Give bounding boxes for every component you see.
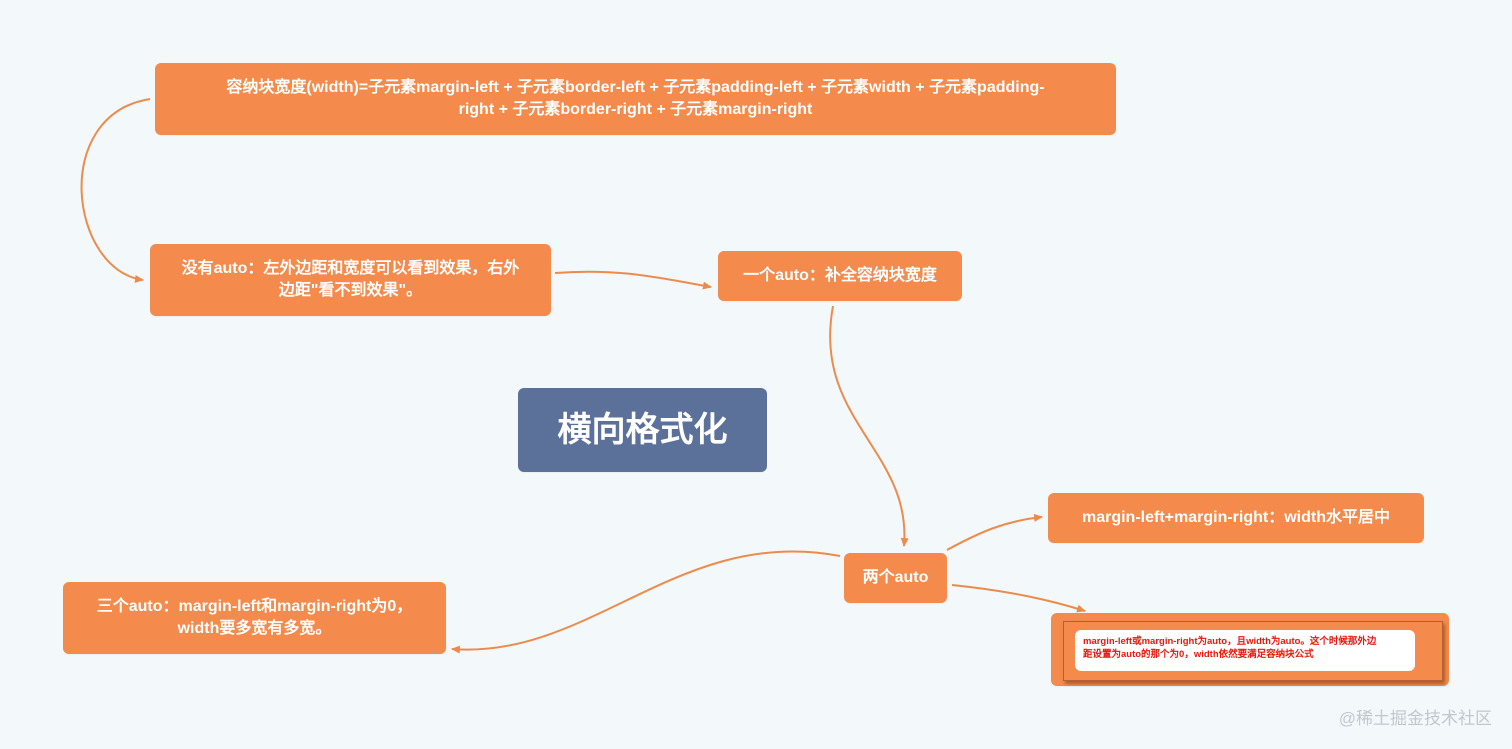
node-no-auto[interactable]: 没有auto：左外边距和宽度可以看到效果，右外 边距"看不到效果"。 [150, 244, 551, 316]
one-side-auto-text-box: margin-left或margin-right为auto，且width为aut… [1075, 630, 1415, 671]
connector-oneauto-to-twoauto [829, 305, 909, 547]
node-two-auto[interactable]: 两个auto [844, 553, 947, 603]
one-side-auto-frame: margin-left或margin-right为auto，且width为aut… [1063, 621, 1443, 681]
node-three-auto[interactable]: 三个auto：margin-left和margin-right为0， width… [63, 582, 446, 654]
three-auto-line-2: width要多宽有多宽。 [177, 620, 332, 637]
one-side-auto-line-2: 距设置为auto的那个为0，width依然要满足容纳块公式 [1083, 649, 1314, 660]
three-auto-line-1: 三个auto：margin-left和margin-right为0， [96, 598, 413, 615]
node-one-side-auto[interactable]: margin-left或margin-right为auto，且width为aut… [1051, 613, 1449, 686]
formula-line-2: right + 子元素border-right + 子元素margin-righ… [458, 101, 813, 118]
formula-line-1: 容纳块宽度(width)=子元素margin-left + 子元素border-… [226, 79, 1045, 96]
watermark: @稀土掘金技术社区 [1338, 709, 1492, 728]
connector-twoauto-to-three [451, 550, 841, 654]
margin-left-right-auto-label: margin-left+margin-right：width水平居中 [1081, 509, 1390, 526]
no-auto-line-1: 没有auto：左外边距和宽度可以看到效果，右外 [181, 260, 520, 277]
central-topic-label: 横向格式化 [557, 411, 728, 449]
no-auto-line-2: 边距"看不到效果"。 [278, 282, 423, 299]
node-margin-left-right-auto[interactable]: margin-left+margin-right：width水平居中 [1048, 493, 1424, 543]
one-side-auto-line-1: margin-left或margin-right为auto，且width为aut… [1083, 636, 1377, 647]
node-width-formula[interactable]: 容纳块宽度(width)=子元素margin-left + 子元素border-… [155, 63, 1116, 135]
two-auto-label: 两个auto [862, 569, 929, 586]
connector-noauto-to-oneauto [554, 270, 712, 290]
connector-twoauto-to-mlmr [946, 513, 1043, 551]
one-auto-label: 一个auto：补全容纳块宽度 [743, 267, 937, 284]
connector-top-to-noauto [80, 98, 151, 283]
central-topic[interactable]: 横向格式化 [518, 388, 767, 472]
node-one-auto[interactable]: 一个auto：补全容纳块宽度 [718, 251, 962, 301]
connector-twoauto-to-one-side [951, 584, 1086, 613]
